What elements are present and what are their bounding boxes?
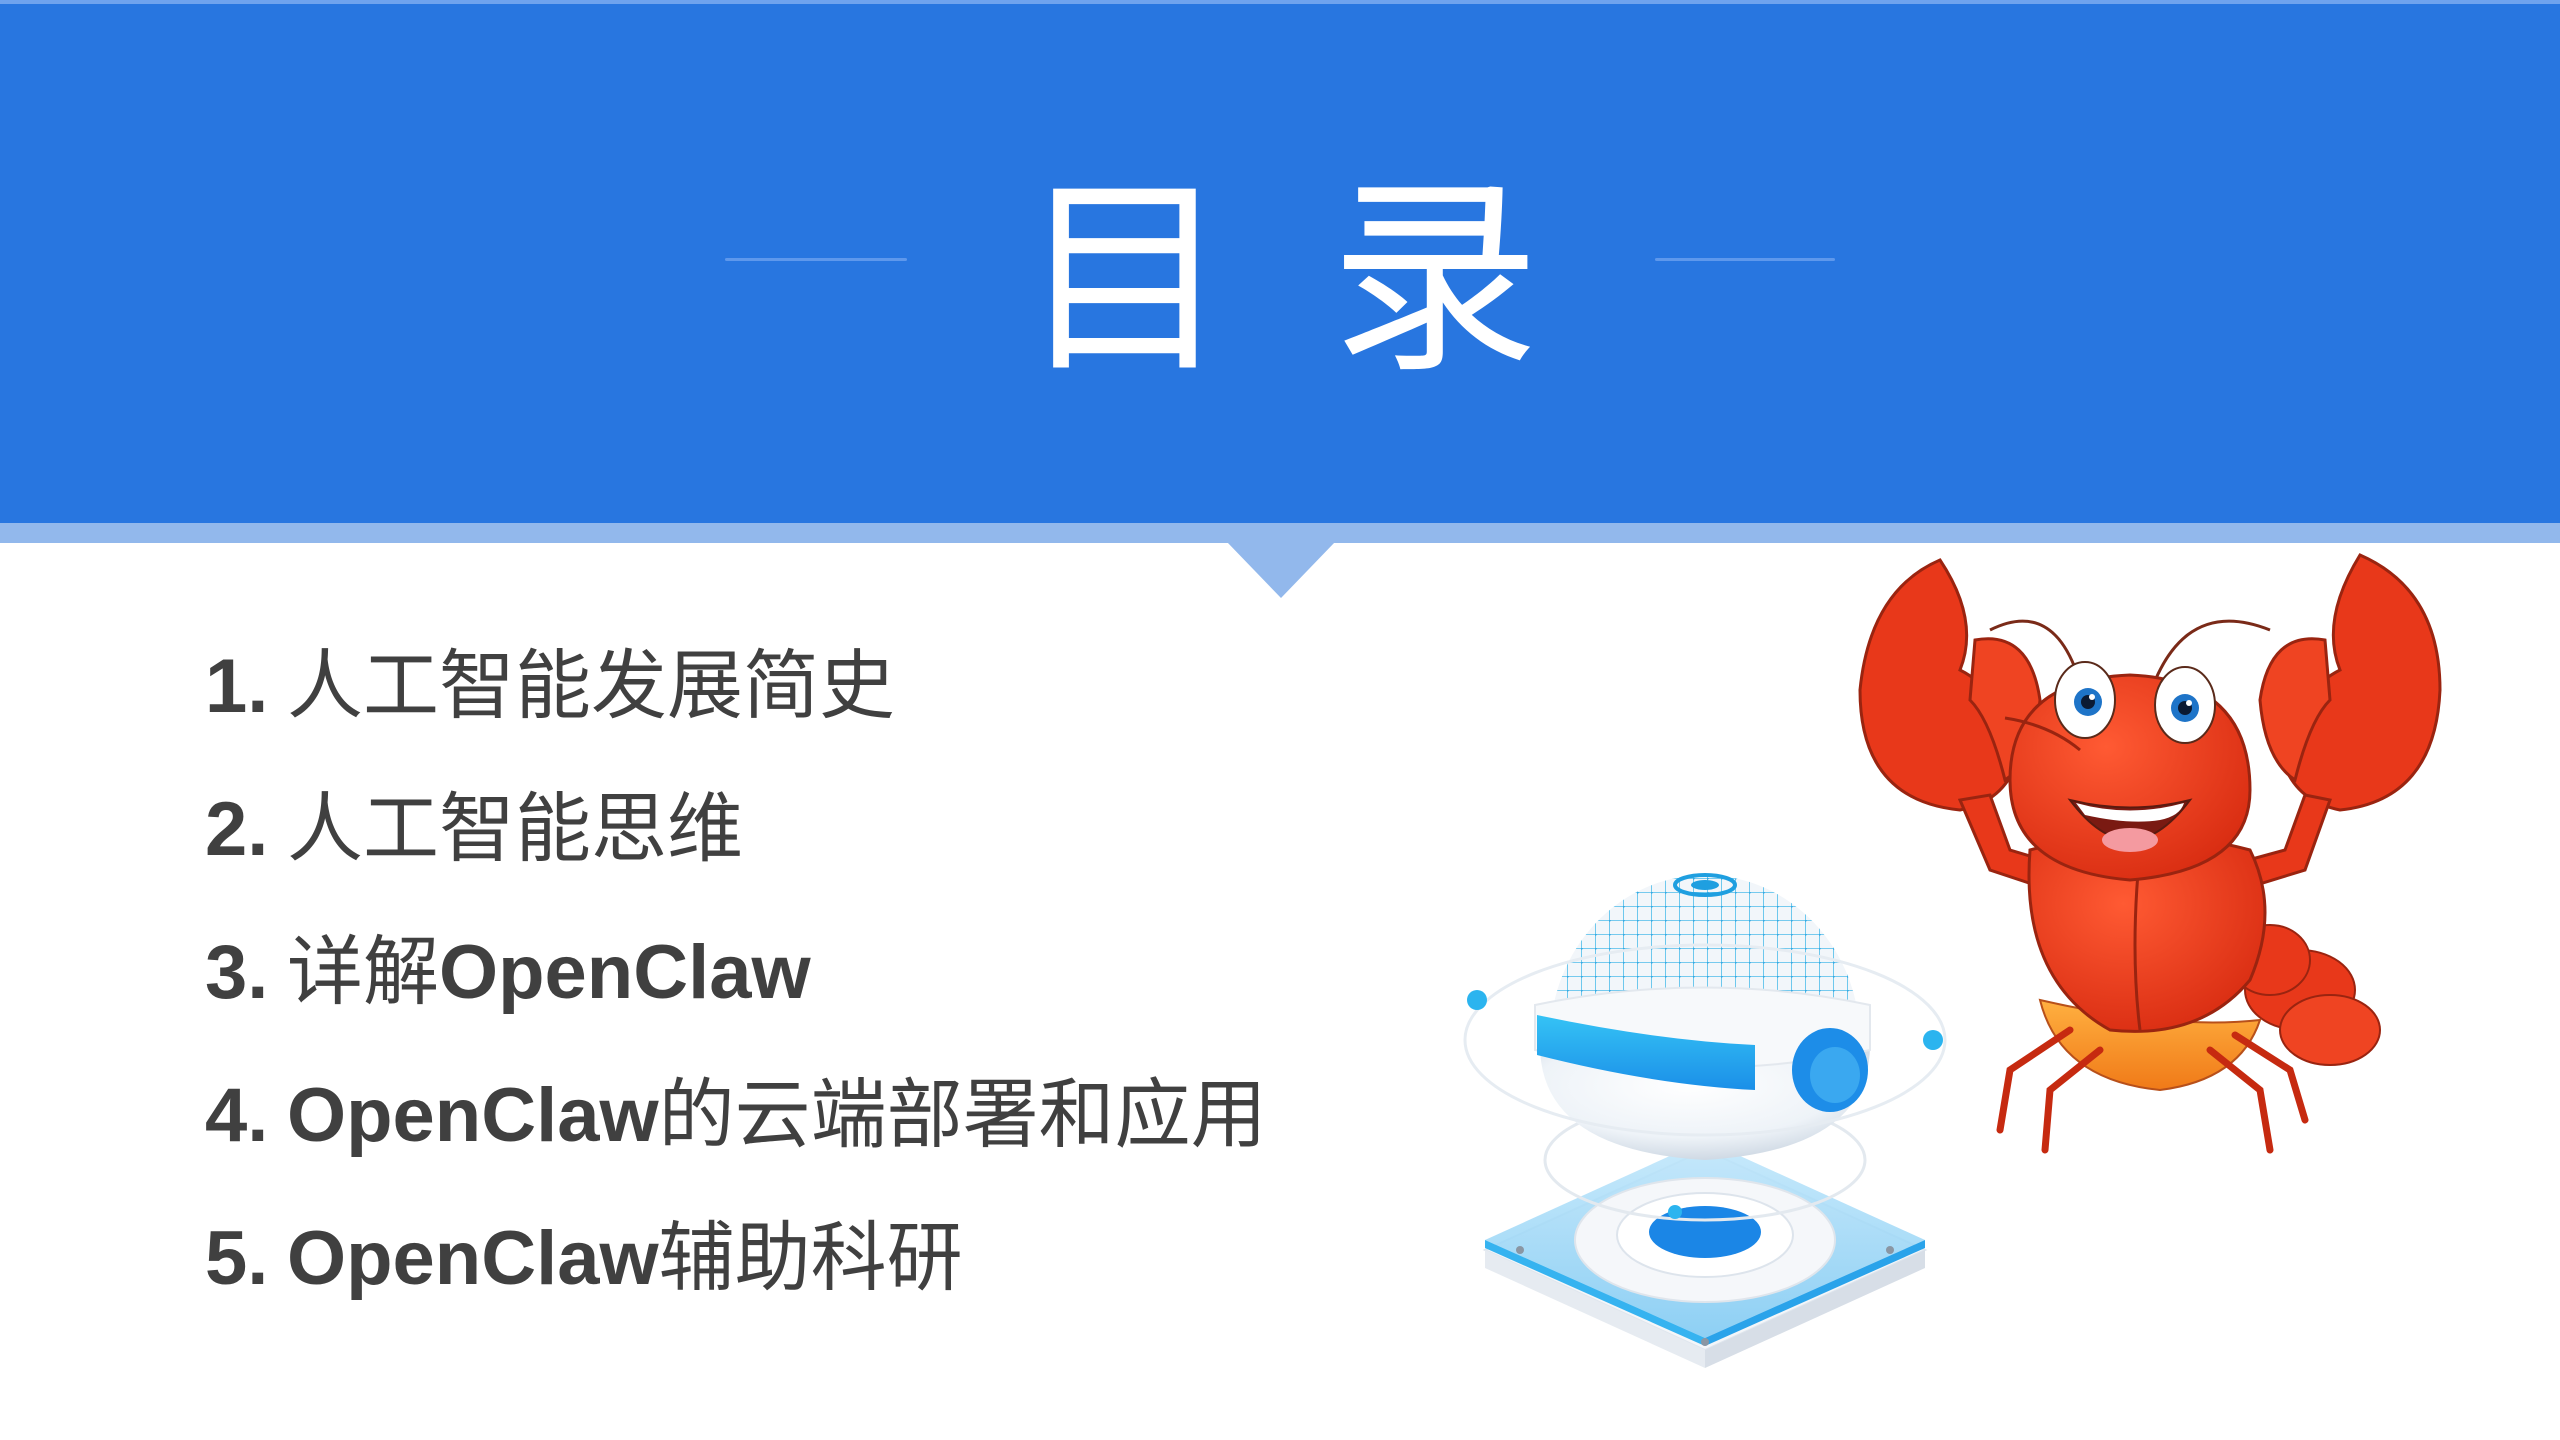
toc-item-label: 人工智能发展简史 — [287, 641, 895, 730]
toc-item-number: 4. — [205, 1073, 269, 1158]
title-decor-line-left — [725, 258, 907, 261]
toc-item-2[interactable]: 2.人工智能思维 — [205, 779, 1267, 922]
toc-item-label-cn: 辅助科研 — [658, 1213, 963, 1302]
toc-item-label-en: OpenClaw — [439, 930, 811, 1015]
toc-item-number: 1. — [205, 644, 269, 729]
sphere-device-illustration — [1463, 873, 1947, 1368]
toc-item-5[interactable]: 5.OpenClaw辅助科研 — [205, 1208, 1267, 1351]
title-char-1: 目 — [1019, 157, 1330, 402]
device-base — [1482, 1140, 1928, 1368]
toc-item-label: 人工智能思维 — [287, 784, 743, 873]
legs — [1996, 1026, 2309, 1154]
header-pointer-triangle — [1227, 542, 1335, 598]
title-char-2: 录 — [1330, 157, 1641, 402]
lobster-mascot-illustration — [1858, 553, 2442, 1154]
mouth — [2067, 798, 2193, 852]
toc-item-3[interactable]: 3.详解OpenClaw — [205, 922, 1267, 1065]
toc-item-1[interactable]: 1.人工智能发展简史 — [205, 636, 1267, 779]
page-title: 目录 — [0, 150, 2560, 410]
toc-item-label-cn: 详解 — [287, 927, 439, 1016]
eyes — [2054, 661, 2216, 744]
toc-item-label-en: OpenClaw — [287, 1073, 659, 1158]
toc-item-label-en: OpenClaw — [287, 1216, 659, 1301]
right-claw — [2227, 553, 2442, 892]
title-decor-line-right — [1655, 258, 1835, 261]
toc-item-number: 2. — [205, 787, 269, 872]
table-of-contents: 1.人工智能发展简史 2.人工智能思维 3.详解OpenClaw 4.OpenC… — [205, 636, 1267, 1351]
toc-item-label-cn: 的云端部署和应用 — [658, 1070, 1267, 1159]
toc-item-number: 5. — [205, 1216, 269, 1301]
toc-item-4[interactable]: 4.OpenClaw的云端部署和应用 — [205, 1065, 1267, 1208]
header-accent-band — [0, 523, 2560, 543]
toc-item-number: 3. — [205, 930, 269, 1015]
header-banner — [0, 0, 2560, 523]
